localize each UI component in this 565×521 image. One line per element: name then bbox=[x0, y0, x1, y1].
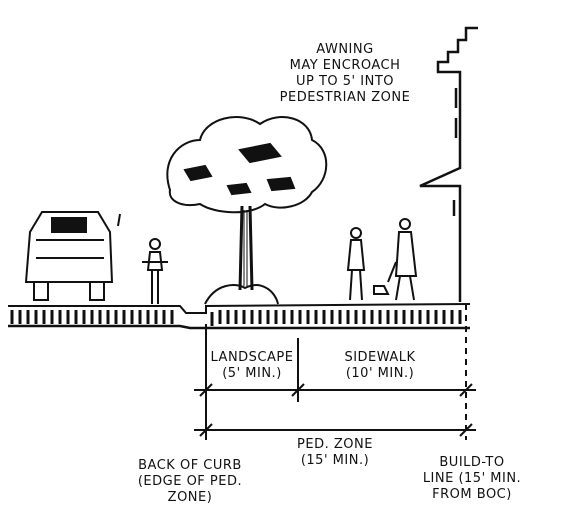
back-of-curb-line-3: ZONE) bbox=[167, 490, 213, 505]
back-of-curb-label: BACK OF CURB (EDGE OF PED. ZONE) bbox=[120, 458, 260, 506]
build-to-line-label: BUILD-TO LINE (15' MIN. FROM BOC) bbox=[412, 455, 532, 503]
build-to-line-1: BUILD-TO bbox=[439, 455, 505, 470]
landscape-min: (5' MIN.) bbox=[222, 366, 282, 381]
cyclist-sketch bbox=[142, 238, 168, 304]
building-sketch bbox=[419, 26, 478, 302]
pavement-hatch bbox=[10, 310, 462, 326]
build-to-line-2: LINE (15' MIN. bbox=[422, 471, 522, 486]
tree-sketch bbox=[166, 116, 328, 305]
sidewalk-min: (10' MIN.) bbox=[345, 366, 415, 381]
dimension-lines bbox=[194, 304, 476, 440]
build-to-line-3: FROM BOC) bbox=[432, 487, 512, 502]
landscape-label: LANDSCAPE (5' MIN.) bbox=[206, 350, 298, 382]
pedestrians-sketch bbox=[346, 218, 418, 301]
awning-note: AWNING MAY ENCROACH UP TO 5' INTO PEDEST… bbox=[270, 42, 420, 106]
landscape-title: LANDSCAPE bbox=[210, 350, 294, 365]
car-sketch bbox=[24, 211, 121, 301]
awning-note-line-3: UP TO 5' INTO bbox=[295, 74, 394, 89]
back-of-curb-line-2: (EDGE OF PED. bbox=[137, 474, 243, 489]
back-of-curb-line-1: BACK OF CURB bbox=[138, 458, 242, 473]
awning-note-line-4: PEDESTRIAN ZONE bbox=[279, 90, 411, 105]
ground-line bbox=[8, 303, 471, 330]
sidewalk-label: SIDEWALK (10' MIN.) bbox=[320, 350, 440, 382]
ped-zone-title: PED. ZONE bbox=[297, 437, 373, 452]
ped-zone-label: PED. ZONE (15' MIN.) bbox=[280, 437, 390, 469]
sidewalk-title: SIDEWALK bbox=[344, 350, 416, 365]
awning-note-line-2: MAY ENCROACH bbox=[289, 58, 401, 73]
awning-note-line-1: AWNING bbox=[316, 42, 374, 57]
ped-zone-min: (15' MIN.) bbox=[300, 453, 370, 468]
